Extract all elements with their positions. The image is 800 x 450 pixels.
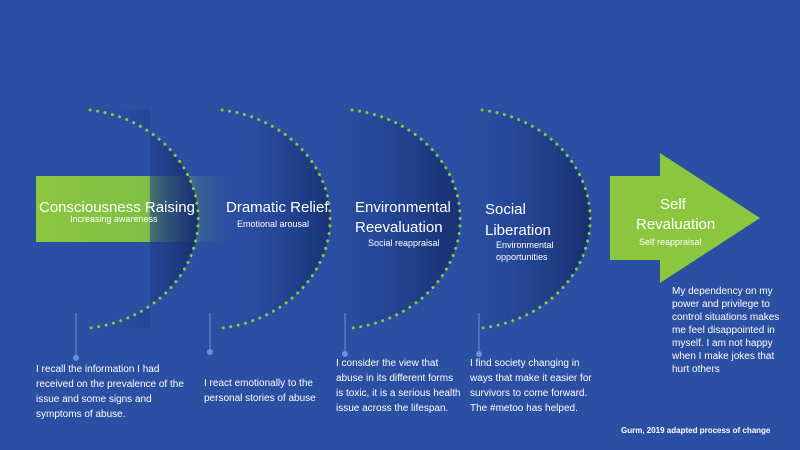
consciousness-raising-bar	[36, 176, 236, 242]
stage-5-title-line2: Revaluation	[636, 216, 716, 233]
stage-5-description: My dependency on my power and privilege …	[672, 286, 780, 375]
stage-3-subtitle: Social reappraisal	[368, 238, 440, 248]
dotted-arc-2	[220, 108, 332, 330]
dotted-arc-3	[350, 108, 462, 330]
arc-shape-1	[90, 110, 199, 328]
stage-1-description: I recall the information I had received …	[36, 364, 184, 420]
stage-3-title-line1: Environmental	[355, 199, 451, 216]
dotted-arc-4	[480, 108, 592, 330]
connector-dot-1	[73, 355, 79, 361]
stage-4-description: I find society changing in ways that mak…	[470, 358, 592, 414]
connector-dot-3	[342, 351, 348, 357]
connector-dot-2	[207, 349, 213, 355]
stage-1-title: Consciousness Raising	[39, 199, 195, 216]
stage-1-subtitle: Increasing awareness	[70, 214, 158, 224]
stage-4-subtitle-line2: opportunities	[496, 252, 548, 262]
stage-4-subtitle-line1: Environmental	[496, 240, 554, 250]
credit-text: Gurm, 2019 adapted process of change	[621, 426, 771, 435]
arc-shape-4	[440, 110, 591, 328]
stage-5-title-line1: Self	[660, 196, 686, 213]
stage-2-description: I react emotionally to the personal stor…	[204, 378, 316, 404]
stage-3-description: I consider the view that abuse in its di…	[336, 358, 461, 414]
stage-2-title: Dramatic Relief	[226, 199, 329, 216]
stage-2-subtitle: Emotional arousal	[237, 219, 310, 229]
stage-4-title-line1: Social	[485, 201, 526, 218]
stage-5-subtitle: Self reappraisal	[639, 237, 702, 247]
arc-shape-3	[300, 110, 461, 328]
self-revaluation-arrow	[610, 153, 760, 283]
dotted-arc-1	[88, 108, 200, 330]
stage-3-title-line2: Reevaluation	[355, 219, 443, 236]
stage-4-title-line2: Liberation	[485, 222, 551, 239]
connector-dot-4	[476, 351, 482, 357]
